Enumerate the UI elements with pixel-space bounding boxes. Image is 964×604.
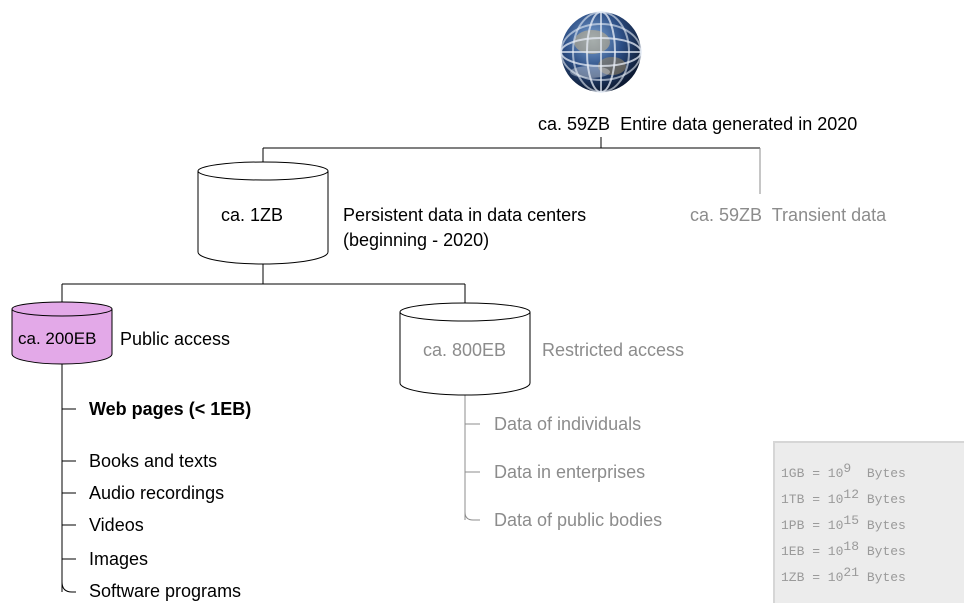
root-label: Entire data generated in 2020 [620, 114, 858, 134]
persistent-label-line1: Persistent data in data centers [343, 205, 587, 225]
unit-right: Bytes [866, 492, 906, 507]
unit-right: Bytes [866, 466, 906, 481]
root-size: ca. 59ZB [538, 114, 611, 134]
globe-icon [560, 11, 642, 93]
unit-exponent: 21 [843, 565, 860, 580]
list-item-software: Software programs [89, 581, 242, 601]
public-label: Public access [120, 329, 231, 349]
cylinder-restricted [399, 302, 531, 396]
list-item-enterprises: Data in enterprises [494, 462, 646, 482]
list-item-images: Images [89, 549, 149, 569]
unit-left: 1EB = 10 [781, 544, 844, 559]
root-node: ca. 59ZB Entire data generated in 2020 [538, 113, 857, 135]
unit-legend: 1GB = 109 Bytes 1TB = 1012 Bytes 1PB = 1… [773, 441, 964, 603]
unit-row: 1TB = 1012 Bytes [781, 487, 906, 507]
transient-size: ca. 59ZB [690, 205, 763, 225]
list-item-web-pages: Web pages (< 1EB) [89, 399, 252, 419]
unit-row: 1GB = 109 Bytes [781, 461, 906, 481]
cylinder-public [11, 301, 113, 365]
transient-node: ca. 59ZB Transient data [690, 204, 886, 226]
persistent-size: ca. 1ZB [221, 205, 284, 225]
cylinder-persistent [197, 161, 329, 265]
unit-exponent: 18 [843, 539, 860, 554]
unit-exponent: 9 [843, 461, 852, 476]
list-item-books: Books and texts [89, 451, 218, 471]
unit-left: 1PB = 10 [781, 518, 844, 533]
transient-label: Transient data [771, 205, 887, 225]
restricted-size: ca. 800EB [423, 340, 507, 360]
unit-row: 1ZB = 1021 Bytes [781, 565, 906, 585]
unit-row: 1PB = 1015 Bytes [781, 513, 906, 533]
unit-left: 1ZB = 10 [781, 570, 844, 585]
unit-right: Bytes [866, 518, 906, 533]
unit-right: Bytes [866, 544, 906, 559]
unit-exponent: 15 [843, 513, 860, 528]
connector-corner [464, 511, 480, 521]
connector-corner [61, 581, 76, 593]
unit-left: 1TB = 10 [781, 492, 844, 507]
public-size: ca. 200EB [18, 329, 97, 348]
unit-exponent: 12 [843, 487, 860, 502]
persistent-label-line2: (beginning - 2020) [343, 230, 490, 250]
unit-row: 1EB = 1018 Bytes [781, 539, 906, 559]
restricted-label: Restricted access [542, 340, 685, 360]
list-item-individuals: Data of individuals [494, 414, 642, 434]
unit-right: Bytes [866, 570, 906, 585]
list-item-videos: Videos [89, 515, 144, 535]
list-item-audio: Audio recordings [89, 483, 225, 503]
list-item-public-bodies: Data of public bodies [494, 510, 663, 530]
unit-left: 1GB = 10 [781, 466, 844, 481]
